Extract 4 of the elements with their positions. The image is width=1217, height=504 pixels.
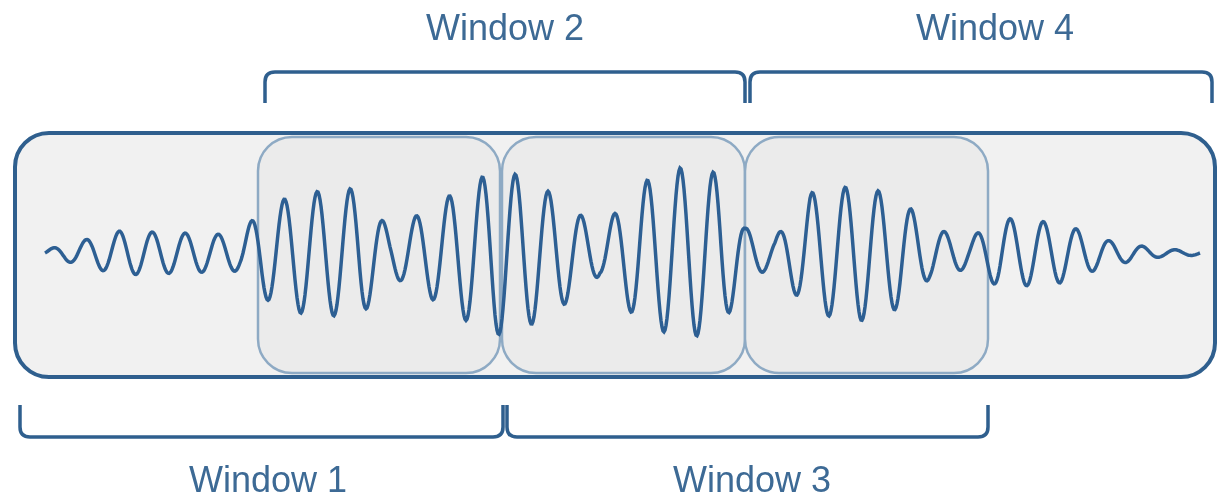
window-label: Window 1 [188, 462, 348, 498]
window-label: Window 2 [425, 10, 585, 46]
window-label: Window 4 [915, 10, 1075, 46]
window-label: Window 3 [672, 462, 832, 498]
